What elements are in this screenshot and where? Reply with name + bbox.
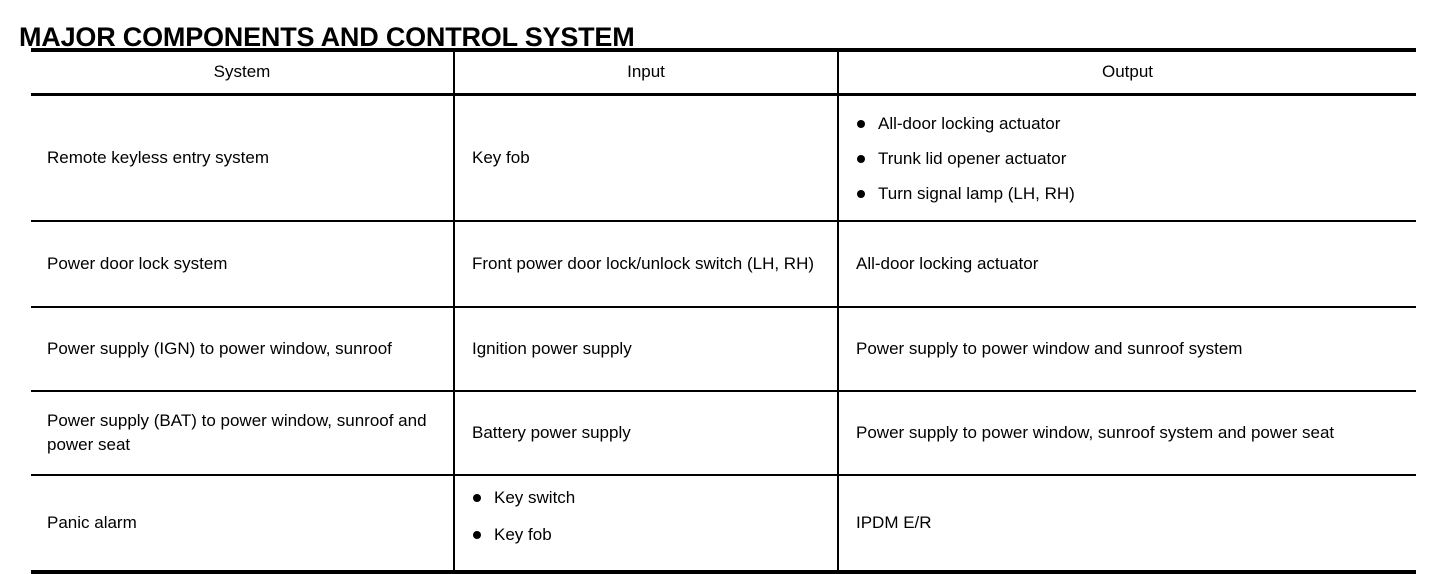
cell-system: Power supply (IGN) to power window, sunr… xyxy=(31,307,454,392)
cell-system: Power door lock system xyxy=(31,221,454,308)
list-item: Key fob xyxy=(472,523,827,546)
table-body: Remote keyless entry system Key fob All-… xyxy=(31,94,1416,574)
output-label: Power supply to power window and sunroof… xyxy=(856,339,1243,358)
bullet-icon xyxy=(473,494,481,502)
system-label: Remote keyless entry system xyxy=(47,148,270,167)
list-item-label: Key fob xyxy=(494,525,552,544)
cell-input: Ignition power supply xyxy=(453,307,838,392)
table-row: Power supply (BAT) to power window, sunr… xyxy=(31,391,1416,476)
cell-system: Remote keyless entry system xyxy=(31,94,454,222)
table-row: Panic alarm Key switch Key fob xyxy=(31,475,1416,574)
cell-output: Power supply to power window, sunroof sy… xyxy=(837,391,1416,476)
output-bullet-list: All-door locking actuator Trunk lid open… xyxy=(856,112,1406,205)
input-bullet-list: Key switch Key fob xyxy=(472,486,827,546)
cell-system: Power supply (BAT) to power window, sunr… xyxy=(31,391,454,476)
output-label: All-door locking actuator xyxy=(856,254,1039,273)
input-label: Front power door lock/unlock switch (LH,… xyxy=(472,254,815,273)
bullet-icon xyxy=(857,154,865,163)
list-item-label: All-door locking actuator xyxy=(878,113,1061,133)
system-label: Panic alarm xyxy=(47,513,137,532)
table-header: System Input Output xyxy=(31,48,1416,96)
list-item-label: Key switch xyxy=(494,488,576,507)
column-header-system: System xyxy=(31,48,454,96)
system-label: Power door lock system xyxy=(47,254,228,273)
system-label: Power supply (BAT) to power window, sunr… xyxy=(47,411,427,454)
system-label: Power supply (IGN) to power window, sunr… xyxy=(47,339,392,358)
cell-output: All-door locking actuator Trunk lid open… xyxy=(837,94,1416,222)
bullet-icon xyxy=(473,531,481,539)
column-header-output: Output xyxy=(837,48,1416,96)
table-header-row: System Input Output xyxy=(31,48,1416,96)
input-label: Ignition power supply xyxy=(472,339,632,358)
cell-output: IPDM E/R xyxy=(837,475,1416,574)
list-item-label: Trunk lid opener actuator xyxy=(878,148,1067,168)
table-row: Power supply (IGN) to power window, sunr… xyxy=(31,307,1416,392)
list-item: Key switch xyxy=(472,486,827,509)
output-label: Power supply to power window, sunroof sy… xyxy=(856,423,1335,442)
document-page: MAJOR COMPONENTS AND CONTROL SYSTEM Syst… xyxy=(19,22,1416,574)
output-label: IPDM E/R xyxy=(856,513,932,532)
cell-output: All-door locking actuator xyxy=(837,221,1416,308)
cell-input: Key fob xyxy=(453,94,838,222)
list-item: Turn signal lamp (LH, RH) xyxy=(856,182,1406,205)
input-label: Key fob xyxy=(472,148,530,167)
list-item: All-door locking actuator xyxy=(856,112,1406,135)
major-components-table: System Input Output Remote keyless entry… xyxy=(31,48,1416,574)
bullet-icon xyxy=(857,189,865,198)
list-item: Trunk lid opener actuator xyxy=(856,147,1406,170)
cell-input: Front power door lock/unlock switch (LH,… xyxy=(453,221,838,308)
input-label: Battery power supply xyxy=(472,423,631,442)
spec-table-container: System Input Output Remote keyless entry… xyxy=(31,48,1416,574)
cell-input: Battery power supply xyxy=(453,391,838,476)
cell-input: Key switch Key fob xyxy=(453,475,838,574)
column-header-input: Input xyxy=(453,48,838,96)
table-row: Remote keyless entry system Key fob All-… xyxy=(31,94,1416,222)
cell-system: Panic alarm xyxy=(31,475,454,574)
bullet-icon xyxy=(857,119,865,128)
table-row: Power door lock system Front power door … xyxy=(31,221,1416,308)
cell-output: Power supply to power window and sunroof… xyxy=(837,307,1416,392)
list-item-label: Turn signal lamp (LH, RH) xyxy=(878,183,1075,203)
page-title: MAJOR COMPONENTS AND CONTROL SYSTEM xyxy=(19,22,635,53)
